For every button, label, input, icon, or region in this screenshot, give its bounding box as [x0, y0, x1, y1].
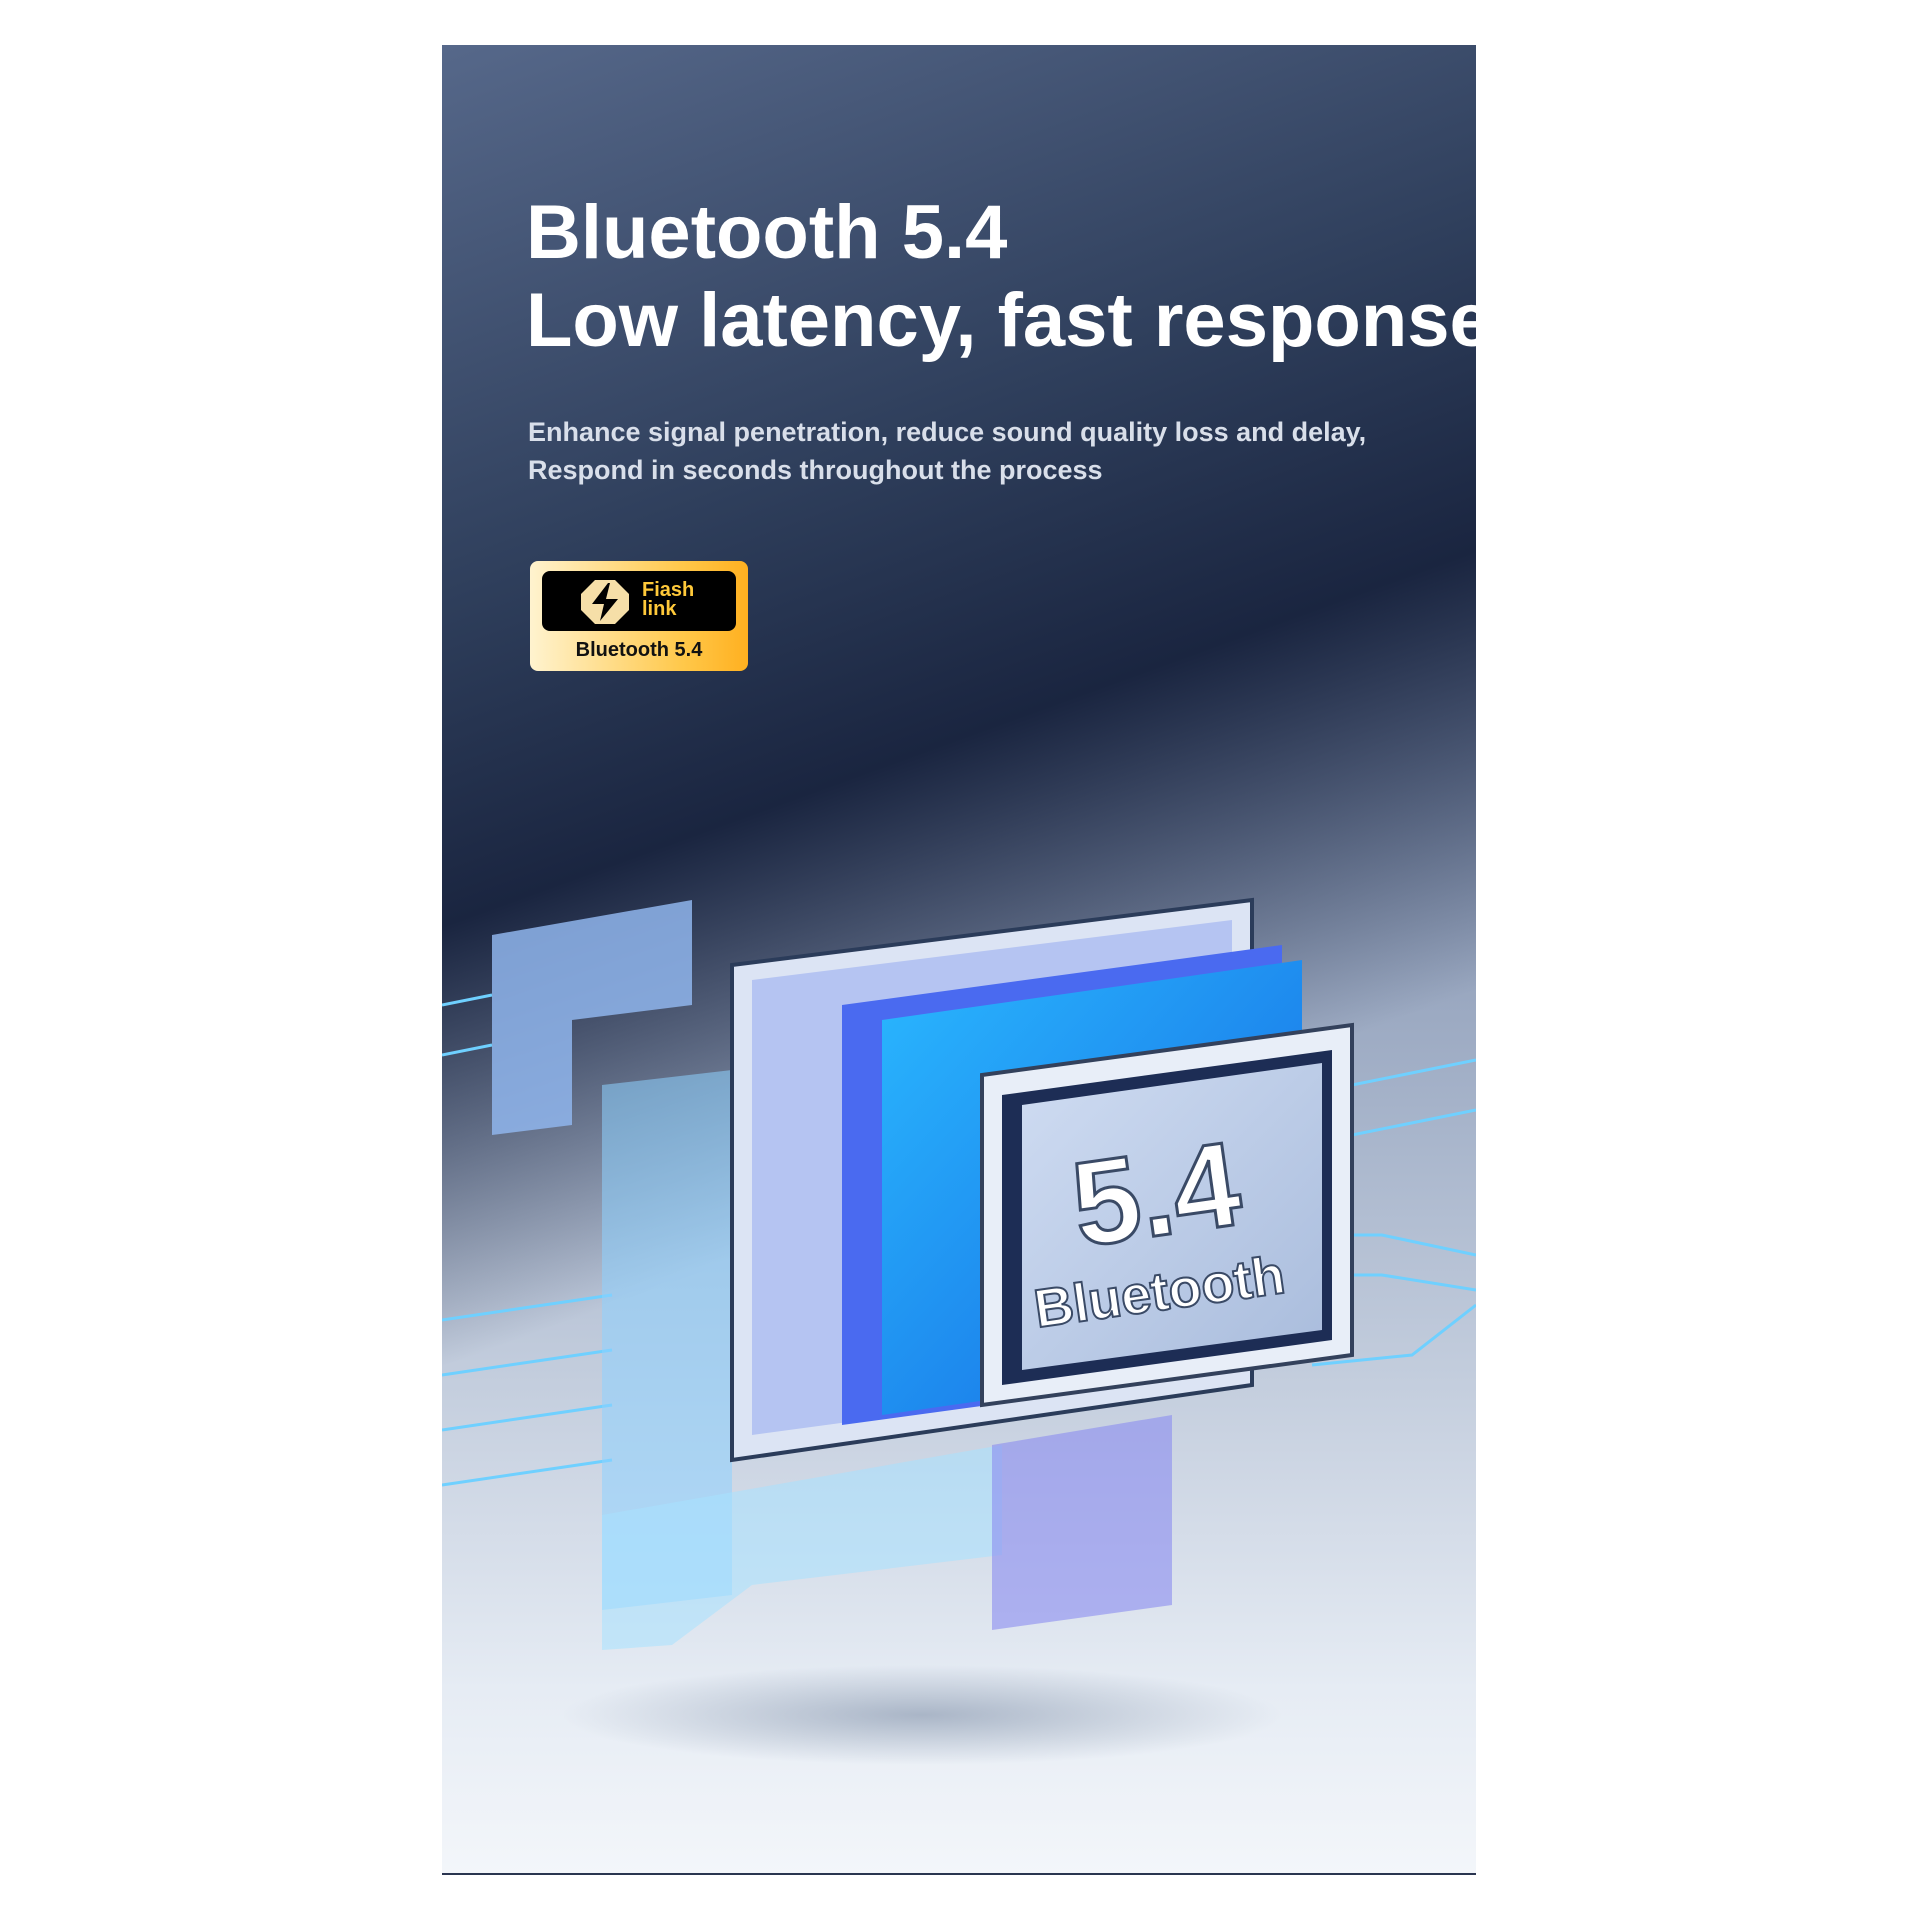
chip-version: 5.4 [1064, 1116, 1248, 1272]
badge-label: Bluetooth 5.4 [575, 639, 703, 661]
lightning-bolt-icon [581, 580, 629, 624]
description-line-2: Respond in seconds throughout the proces… [528, 455, 1103, 485]
flash-link-badge: Fiash link Bluetooth 5.4 [530, 561, 748, 671]
headline-title: Bluetooth 5.4 [526, 190, 1008, 275]
brand-name: Fiash link [642, 579, 695, 620]
product-banner: Bluetooth 5.4 Low latency, fast response… [442, 45, 1492, 1875]
headline-subtitle: Low latency, fast response [526, 278, 1492, 363]
brand-line-2: link [642, 598, 677, 620]
description-line-1: Enhance signal penetration, reduce sound… [528, 417, 1367, 447]
bluetooth-chip-illustration: 5.4 Bluetooth [442, 897, 1476, 1765]
brand-line-1: Fiash [642, 579, 695, 601]
